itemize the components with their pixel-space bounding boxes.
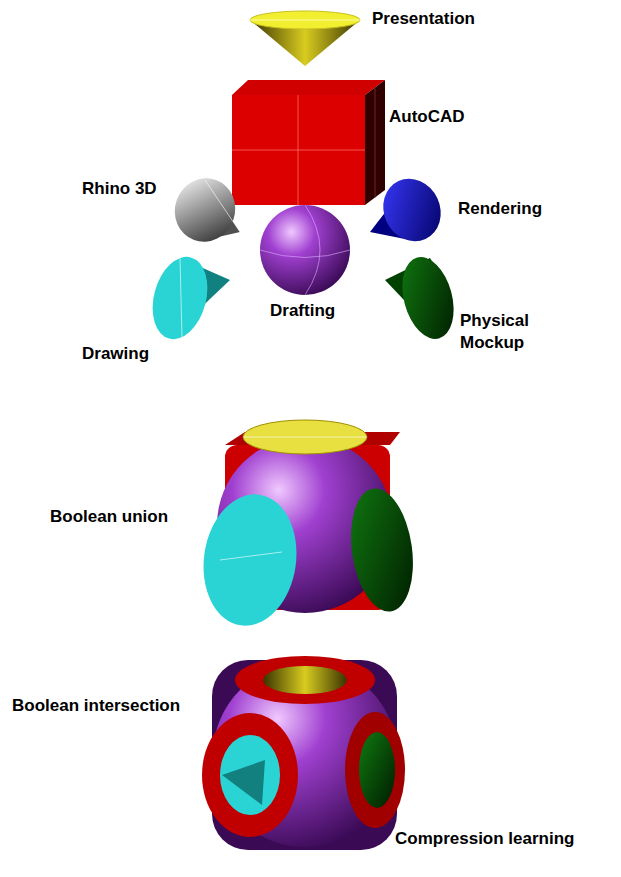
union-solid xyxy=(195,420,420,632)
cone xyxy=(370,169,451,251)
cone xyxy=(250,11,360,66)
shape-label: Rhino 3D xyxy=(82,178,157,200)
shape-label: Rendering xyxy=(458,198,542,220)
cube xyxy=(232,80,385,205)
shape-label: Drafting xyxy=(270,300,335,322)
shape-label: AutoCAD xyxy=(389,106,465,128)
shape-label: Compression learning xyxy=(395,828,574,850)
intersection-solid xyxy=(202,656,405,850)
sphere xyxy=(260,205,350,295)
cone xyxy=(166,170,244,251)
shape-label: Presentation xyxy=(372,8,475,30)
shape-label: Physical Mockup xyxy=(460,310,560,354)
shape-label: Drawing xyxy=(82,343,149,365)
cone xyxy=(144,251,230,346)
shape-label: Boolean intersection xyxy=(12,695,180,717)
cone xyxy=(385,251,462,345)
shape-label: Boolean union xyxy=(50,506,168,528)
